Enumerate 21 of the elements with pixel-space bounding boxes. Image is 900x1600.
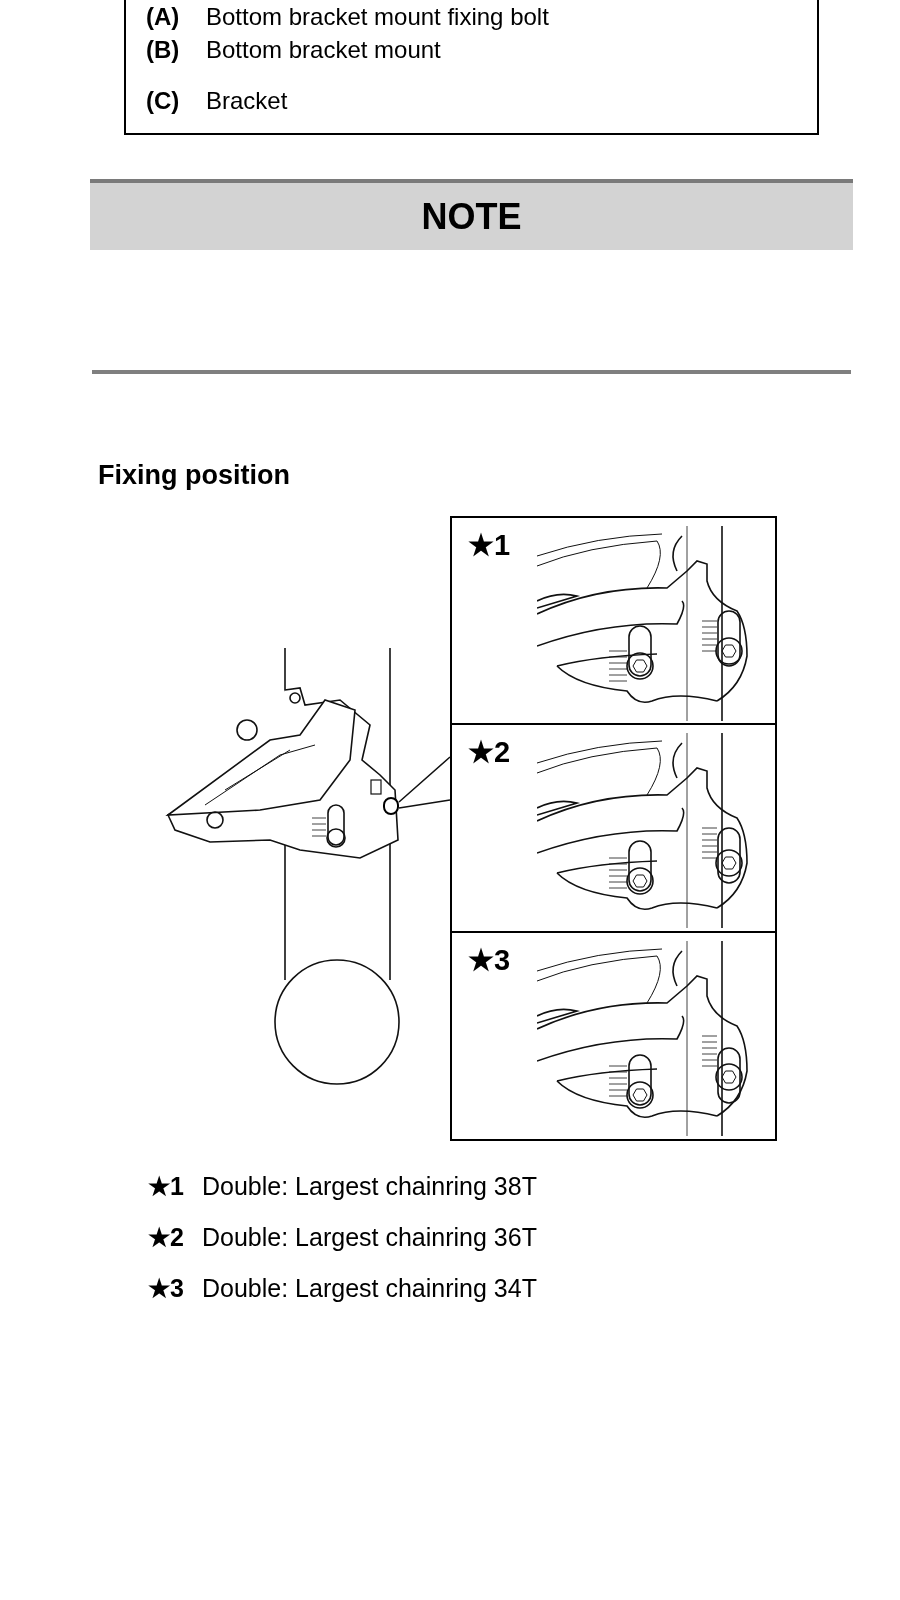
detail-panel [450,931,777,1141]
star-number: ★3 [148,1273,185,1304]
detail-panel [450,516,777,725]
part-name: Bottom bracket mount [206,35,441,65]
star-number: ★2 [148,1222,185,1253]
section-heading: Fixing position [98,459,290,492]
callout-letter: (B) [146,35,181,65]
callout-letter: (A) [146,2,181,32]
note-text: Double: Largest chainring 36T [202,1222,537,1253]
panel-label: ★1 [468,528,511,563]
panel-label: ★3 [468,943,511,978]
callout-letter: (C) [146,86,181,116]
note-text: Double: Largest chainring 38T [202,1171,537,1202]
note-text: Double: Largest chainring 34T [202,1273,537,1304]
part-name: Bracket [206,86,288,116]
part-name: Bottom bracket mount fixing bolt [206,2,549,32]
detail-panel [450,723,777,933]
panel-label: ★2 [468,735,511,770]
note-header-band: NOTE [90,179,853,250]
star-number: ★1 [148,1171,185,1202]
callout-line [398,756,451,809]
